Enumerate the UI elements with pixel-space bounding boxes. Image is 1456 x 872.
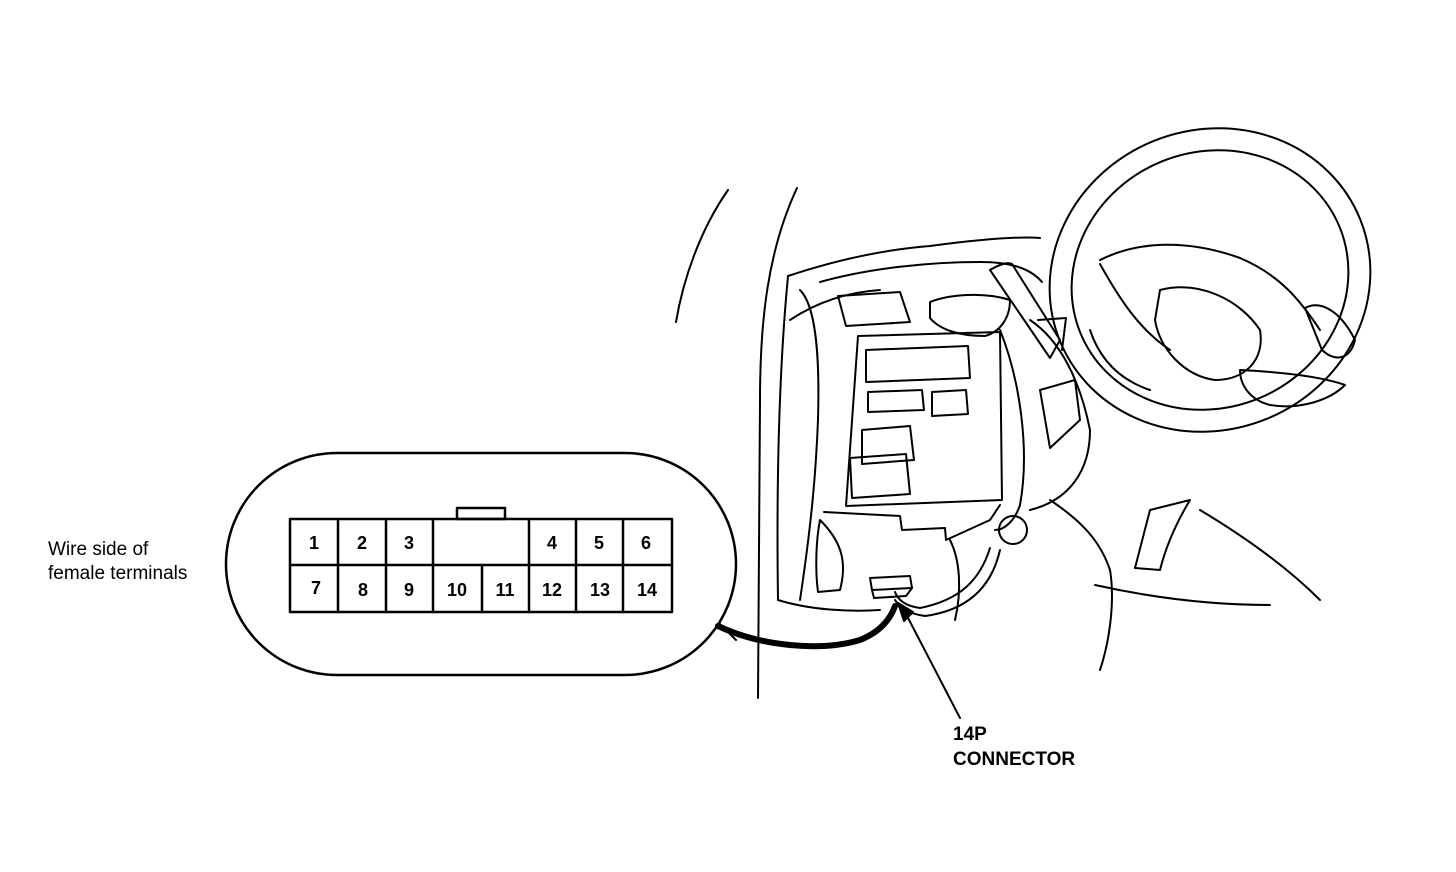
steering-column: [989, 262, 1091, 545]
pin-3: 3: [404, 533, 414, 553]
terminal-side-caption: Wire side of female terminals: [48, 538, 187, 586]
pin-4: 4: [547, 533, 557, 553]
pin-14: 14: [637, 580, 657, 600]
callout-line-1: 14P: [953, 724, 987, 745]
connector-face: [288, 506, 674, 614]
pin-8: 8: [358, 580, 368, 600]
dashboard: [776, 236, 1321, 671]
caption-line-2: female terminals: [48, 563, 188, 584]
pin-1: 1: [309, 533, 319, 553]
pin-5: 5: [594, 533, 604, 553]
connector-callout: 14P CONNECTOR: [953, 722, 1075, 772]
pin-labels: 1 2 3 4 5 6 7 8 9 10 11 12 13 14: [309, 533, 657, 600]
pin-7: 7: [311, 578, 321, 598]
steering-wheel: [1048, 127, 1372, 433]
pin-9: 9: [404, 580, 414, 600]
door-pillar-lines: [675, 187, 798, 699]
connector-plug: [869, 575, 913, 599]
detail-tail: [719, 623, 737, 641]
pin-10: 10: [447, 580, 467, 600]
callout-line-2: CONNECTOR: [953, 749, 1076, 770]
pin-13: 13: [590, 580, 610, 600]
pin-2: 2: [357, 533, 367, 553]
caption-line-1: Wire side of: [48, 539, 149, 560]
pin-6: 6: [641, 533, 651, 553]
detail-oval: [224, 451, 738, 677]
pin-11: 11: [495, 580, 514, 600]
pin-12: 12: [542, 580, 562, 600]
leader-arrow: [897, 602, 961, 719]
